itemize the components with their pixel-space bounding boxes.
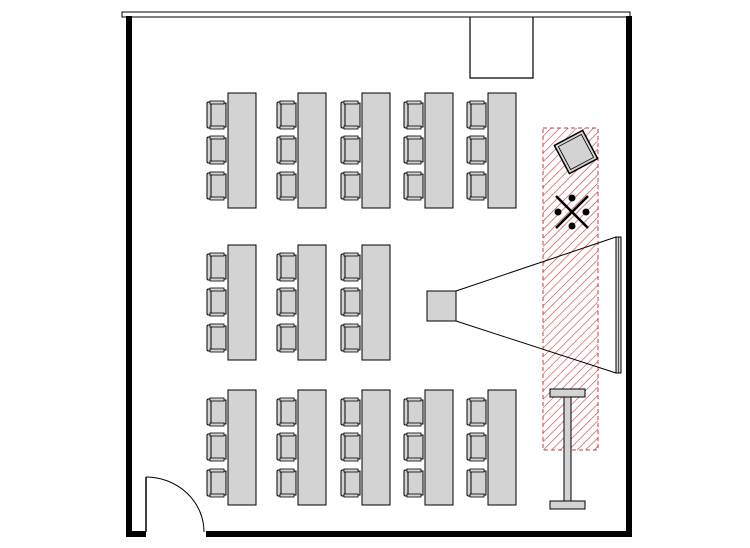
table (227, 389, 257, 506)
chair-icon (276, 468, 297, 498)
lectern-icon (553, 129, 599, 175)
front-row-group (206, 92, 517, 209)
middle-row-group (206, 244, 391, 361)
table (487, 389, 517, 506)
chair-icon (340, 323, 361, 353)
chair-icon (206, 287, 227, 317)
table-unit (276, 389, 327, 506)
wall-bottom (206, 531, 632, 537)
table-unit (276, 244, 327, 361)
table (361, 92, 391, 209)
table-unit (206, 244, 257, 361)
table (227, 92, 257, 209)
chair-icon (403, 100, 424, 130)
chair-icon (466, 135, 487, 165)
chair-icon (340, 171, 361, 201)
chair-icon (206, 252, 227, 282)
chair-icon (276, 100, 297, 130)
table-unit (340, 244, 391, 361)
table (424, 92, 454, 209)
wall-left (126, 16, 132, 537)
chair-icon (276, 287, 297, 317)
chair-icon (206, 171, 227, 201)
chair-icon (340, 252, 361, 282)
table-unit (403, 389, 454, 506)
chair-icon (276, 432, 297, 462)
chair-icon (340, 468, 361, 498)
chair-icon (340, 432, 361, 462)
chair-icon (276, 135, 297, 165)
wall-alcove (469, 17, 534, 79)
chair-icon (466, 171, 487, 201)
chair-icon (466, 397, 487, 427)
table (361, 389, 391, 506)
table-unit (206, 389, 257, 506)
table (297, 244, 327, 361)
table (424, 389, 454, 506)
chair-icon (276, 252, 297, 282)
chair-icon (206, 100, 227, 130)
door-icon (145, 476, 205, 533)
speaker-marker-icon (554, 194, 590, 230)
chair-icon (206, 432, 227, 462)
chair-icon (340, 135, 361, 165)
mic-stand-icon (549, 388, 586, 510)
table-unit (340, 92, 391, 209)
projector-beam (455, 236, 617, 374)
walls (121, 11, 632, 537)
window-strip (121, 11, 631, 18)
table (297, 389, 327, 506)
chair-icon (466, 432, 487, 462)
chair-icon (206, 323, 227, 353)
projector-icon (426, 290, 457, 322)
wall-right (626, 16, 632, 537)
table-unit (340, 389, 391, 506)
chair-icon (403, 171, 424, 201)
table (487, 92, 517, 209)
table (361, 244, 391, 361)
table (227, 244, 257, 361)
wall-bottom-left (126, 531, 146, 537)
chair-icon (340, 287, 361, 317)
chair-icon (403, 468, 424, 498)
chair-icon (276, 323, 297, 353)
chair-icon (206, 135, 227, 165)
chair-icon (466, 100, 487, 130)
table-unit (276, 92, 327, 209)
chair-icon (340, 100, 361, 130)
chair-icon (403, 397, 424, 427)
chair-icon (276, 171, 297, 201)
table (297, 92, 327, 209)
projection-screen (615, 236, 622, 374)
chair-icon (340, 397, 361, 427)
table-unit (403, 92, 454, 209)
chair-icon (403, 135, 424, 165)
chair-icon (403, 432, 424, 462)
table-unit (466, 389, 517, 506)
chair-icon (276, 397, 297, 427)
tables-layer (206, 92, 517, 506)
chair-icon (206, 468, 227, 498)
chair-icon (466, 468, 487, 498)
table-unit (206, 92, 257, 209)
back-row-group (206, 389, 517, 506)
chair-icon (206, 397, 227, 427)
table-unit (466, 92, 517, 209)
